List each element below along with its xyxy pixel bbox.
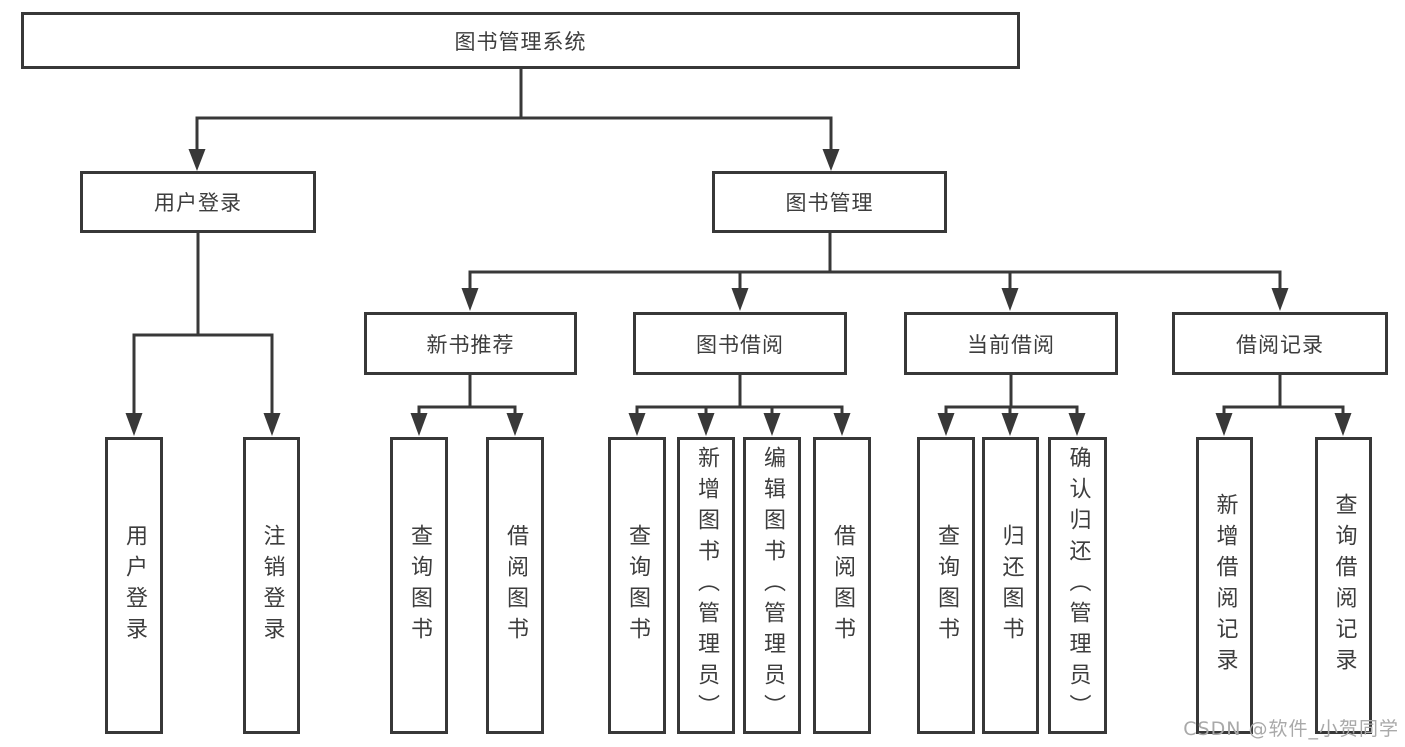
node-label: 当前借阅 bbox=[967, 332, 1055, 357]
node-label: 借阅记录 bbox=[1236, 332, 1324, 357]
node-label: 图书管理 bbox=[785, 191, 874, 215]
leaf-logout: 注销登录 bbox=[243, 437, 300, 734]
leaf-label: 查询图书 bbox=[625, 523, 650, 648]
leaf-return-book: 归还图书 bbox=[982, 437, 1039, 734]
leaf-label: 确认归还（管理员） bbox=[1065, 446, 1091, 725]
node-new-book-recommend: 新书推荐 bbox=[364, 312, 577, 375]
csdn-watermark: CSDN @软件_小贺同学 bbox=[1183, 718, 1399, 740]
leaf-query-book: 查询图书 bbox=[390, 437, 448, 734]
leaf-label: 查询借阅记录 bbox=[1331, 492, 1357, 679]
node-current-borrowing: 当前借阅 bbox=[904, 312, 1118, 375]
node-root-system: 图书管理系统 bbox=[21, 12, 1020, 69]
leaf-borrow-book: 借阅图书 bbox=[813, 437, 871, 734]
leaf-add-book-admin: 新增图书（管理员） bbox=[677, 437, 735, 734]
leaf-label: 借阅图书 bbox=[503, 523, 528, 648]
leaf-label: 新增图书（管理员） bbox=[694, 446, 719, 725]
leaf-query-borrow-record: 查询借阅记录 bbox=[1315, 437, 1372, 734]
leaf-label: 查询图书 bbox=[934, 523, 959, 648]
leaf-add-borrow-record: 新增借阅记录 bbox=[1196, 437, 1253, 734]
leaf-user-login: 用户登录 bbox=[105, 437, 163, 734]
leaf-borrow-book: 借阅图书 bbox=[486, 437, 544, 734]
leaf-label: 编辑图书（管理员） bbox=[760, 446, 785, 725]
leaf-query-book: 查询图书 bbox=[608, 437, 666, 734]
leaf-label: 借阅图书 bbox=[830, 523, 855, 648]
leaf-label: 归还图书 bbox=[998, 523, 1024, 648]
leaf-query-book: 查询图书 bbox=[917, 437, 975, 734]
node-root-label: 图书管理系统 bbox=[454, 29, 587, 54]
leaf-label: 用户登录 bbox=[122, 523, 147, 648]
node-label: 新书推荐 bbox=[426, 332, 515, 357]
node-book-management-module: 图书管理 bbox=[712, 171, 947, 233]
leaf-confirm-return-admin: 确认归还（管理员） bbox=[1048, 437, 1107, 734]
node-book-borrowing: 图书借阅 bbox=[633, 312, 847, 375]
leaf-edit-book-admin: 编辑图书（管理员） bbox=[743, 437, 801, 734]
leaf-label: 注销登录 bbox=[259, 523, 285, 648]
node-user-login-module: 用户登录 bbox=[80, 171, 316, 233]
node-label: 图书借阅 bbox=[696, 332, 784, 357]
node-label: 用户登录 bbox=[154, 191, 242, 215]
leaf-label: 新增借阅记录 bbox=[1212, 492, 1238, 679]
node-borrowing-records: 借阅记录 bbox=[1172, 312, 1388, 375]
leaf-label: 查询图书 bbox=[407, 523, 432, 648]
